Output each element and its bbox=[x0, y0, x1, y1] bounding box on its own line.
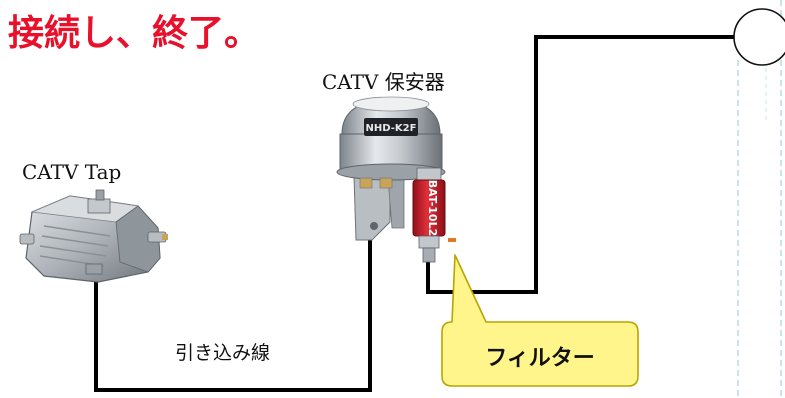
dashed-guides bbox=[737, 0, 782, 398]
catv-protector-device: NHD-K2F bbox=[336, 96, 446, 241]
filter-callout-box bbox=[441, 254, 639, 387]
drop-line-label: 引き込み線 bbox=[175, 342, 271, 364]
wire-filter-to-outlet bbox=[426, 35, 734, 294]
filter-model-label: BAT-10L2 bbox=[426, 180, 439, 236]
filter-callout-label: フィルター bbox=[485, 346, 595, 371]
protector-model-label: NHD-K2F bbox=[366, 123, 417, 134]
catv-tap-device bbox=[19, 189, 168, 283]
catv-protector-label: CATV 保安器 bbox=[322, 70, 445, 94]
filter-device: BAT-10L2 bbox=[412, 167, 456, 263]
catv-tap-label: CATV Tap bbox=[22, 160, 122, 184]
page-heading: 接続し、終了。 bbox=[8, 13, 261, 54]
outlet-circle bbox=[733, 8, 785, 66]
wire-drop-line bbox=[94, 232, 372, 392]
